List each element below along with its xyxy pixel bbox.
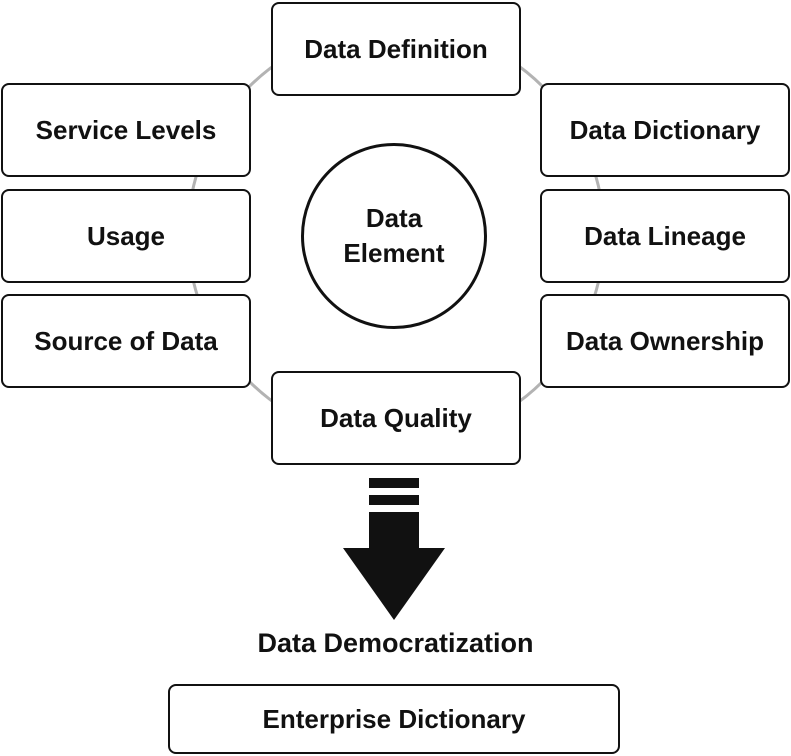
node-source-of-data: Source of Data xyxy=(1,294,251,388)
node-data-quality: Data Quality xyxy=(271,371,521,465)
down-arrow-icon xyxy=(343,478,445,620)
enterprise-dictionary-box: Enterprise Dictionary xyxy=(168,684,620,754)
node-data-ownership: Data Ownership xyxy=(540,294,790,388)
node-usage: Usage xyxy=(1,189,251,283)
node-data-lineage: Data Lineage xyxy=(540,189,790,283)
center-data-element: Data Element xyxy=(301,143,487,329)
data-democratization-label: Data Democratization xyxy=(257,628,534,658)
node-data-definition: Data Definition xyxy=(271,2,521,96)
node-data-dictionary: Data Dictionary xyxy=(540,83,790,177)
node-service-levels: Service Levels xyxy=(1,83,251,177)
